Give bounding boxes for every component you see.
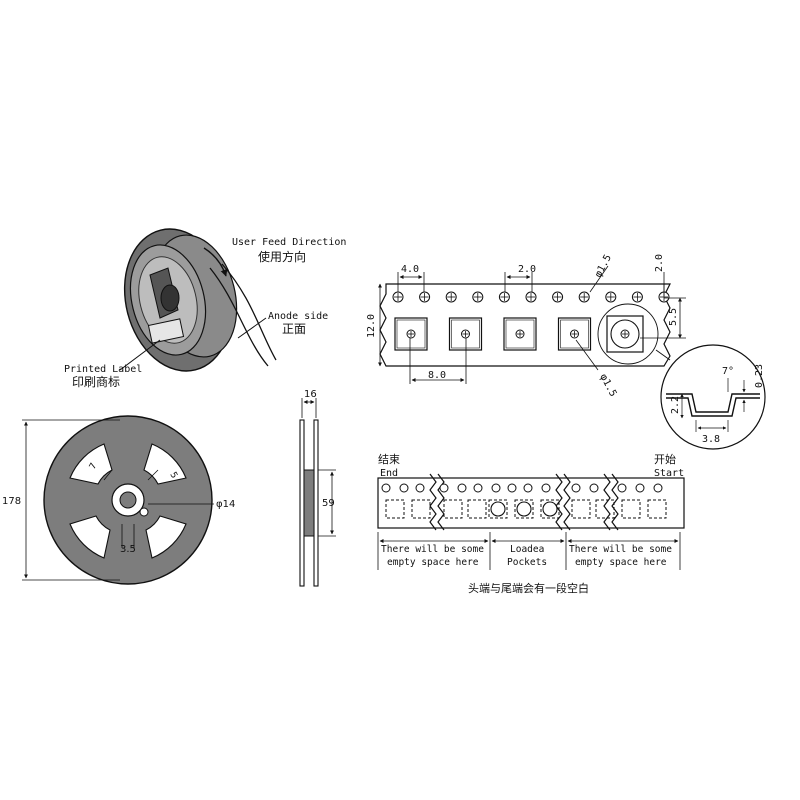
tape-pocket (557, 317, 592, 351)
reel-hub-height-dim: 59 (322, 498, 335, 509)
detail-thickness-dim: 0.23 (754, 364, 765, 388)
sprocket-hole (578, 291, 590, 303)
pocket-pitch-dim: 8.0 (428, 370, 446, 381)
sprocket-hole (498, 291, 510, 303)
sprocket-hole (525, 291, 537, 303)
reel-3d-view (119, 228, 277, 372)
leader-hole (571, 483, 581, 493)
reel-front-view (22, 415, 214, 585)
empty-pocket (443, 499, 463, 519)
leader-hole (589, 483, 599, 493)
tape-pocket-loaded (597, 303, 659, 365)
empty-pocket (621, 499, 641, 519)
hole-diameter-dim: φ1.5 (593, 253, 614, 279)
anode-side-label: Anode side (268, 311, 328, 322)
anode-side-label-cn: 正面 (282, 322, 306, 336)
leader-hole (439, 483, 449, 493)
sprocket-hole (631, 291, 643, 303)
loaded-pocket (540, 499, 560, 519)
printed-label-text-cn: 印刷商标 (72, 374, 120, 389)
leader-hole (415, 483, 425, 493)
tape-pocket (503, 317, 537, 351)
detail-pocket-width-dim: 3.8 (702, 434, 720, 445)
leader-trailer-tape (377, 473, 685, 531)
leader-hole (399, 483, 409, 493)
empty-pocket (467, 499, 487, 519)
pocket-hole (406, 329, 416, 339)
pocket-hole (570, 329, 579, 339)
sprocket-hole (472, 291, 484, 303)
sprocket-hole (392, 291, 404, 303)
hole-pitch-dim: 4.0 (401, 264, 419, 275)
end-label: End (380, 468, 398, 479)
pocket-hole (620, 329, 630, 339)
reel-diameter-dim: 178 (2, 496, 21, 507)
empty-left-text-2: empty space here (387, 557, 479, 568)
reel-width-dim: 16 (304, 389, 317, 400)
empty-pocket (647, 499, 667, 519)
sprocket-hole (605, 291, 617, 303)
sprocket-hole (445, 291, 457, 303)
feed-direction-label: User Feed Direction (232, 237, 346, 248)
empty-left-text-1: There will be some (381, 544, 484, 555)
leader-hole (635, 483, 645, 493)
hole-to-pocket-dim: 2.0 (518, 264, 536, 275)
leader-note-cn: 头端与尾端会有一段空白 (468, 581, 589, 595)
empty-right-text-2: empty space here (575, 557, 667, 568)
edge-dim: 2.0 (654, 254, 665, 272)
leader-hole (491, 483, 501, 493)
leader-hole (617, 483, 627, 493)
feed-direction-label-cn: 使用方向 (258, 249, 306, 264)
reel-slot-width-dim: 3.5 (120, 544, 136, 555)
feed-direction-arrow (203, 247, 228, 277)
sprocket-hole (552, 291, 564, 303)
end-label-cn: 结束 (378, 453, 400, 466)
reel-hub-dim: φ14 (216, 499, 235, 510)
printed-label-patch (147, 318, 185, 344)
sprocket-hole (419, 291, 431, 303)
leader-hole (653, 483, 663, 493)
printed-label-text: Printed Label (64, 364, 142, 375)
leader-hole (457, 483, 467, 493)
empty-right-text-1: There will be some (569, 544, 672, 555)
pocket-row (394, 303, 659, 365)
leader-pocket-row (385, 499, 667, 519)
empty-pocket (411, 499, 431, 519)
loaded-pocket (514, 499, 534, 519)
tape-pocket (394, 317, 428, 351)
start-label: Start (654, 468, 684, 479)
detail-angle-dim: 7° (722, 366, 734, 377)
pocket-hole (515, 329, 525, 339)
leader-hole (381, 483, 391, 493)
tape-width-dim: 12.0 (366, 314, 377, 338)
empty-pocket (595, 499, 615, 519)
loaded-text-1: Loadea (510, 544, 544, 555)
leader-hole (473, 483, 483, 493)
pocket-hole (461, 329, 470, 339)
detail-depth-dim: 2.2 (670, 396, 681, 414)
pocket-detail-view (655, 344, 766, 450)
leader-hole (507, 483, 517, 493)
leader-hole-row (381, 483, 663, 493)
reel-slot-dim-a: 7 (88, 462, 100, 472)
start-label-cn: 开始 (654, 452, 676, 466)
empty-pocket (385, 499, 405, 519)
reel-side-view (299, 398, 336, 587)
sprocket-hole-row (392, 291, 670, 303)
loaded-text-2: Pockets (507, 557, 547, 568)
loaded-pocket (488, 499, 508, 519)
row-offset-dim: 5.5 (668, 308, 679, 326)
empty-pocket (571, 499, 591, 519)
tape-pocket (448, 317, 483, 351)
reel-slot-dim-b: 5 (167, 471, 179, 481)
pocket-hole-dim: φ1.5 (597, 372, 618, 398)
leader-hole (541, 483, 551, 493)
leader-dimension-lines (377, 532, 681, 570)
leader-hole (523, 483, 533, 493)
